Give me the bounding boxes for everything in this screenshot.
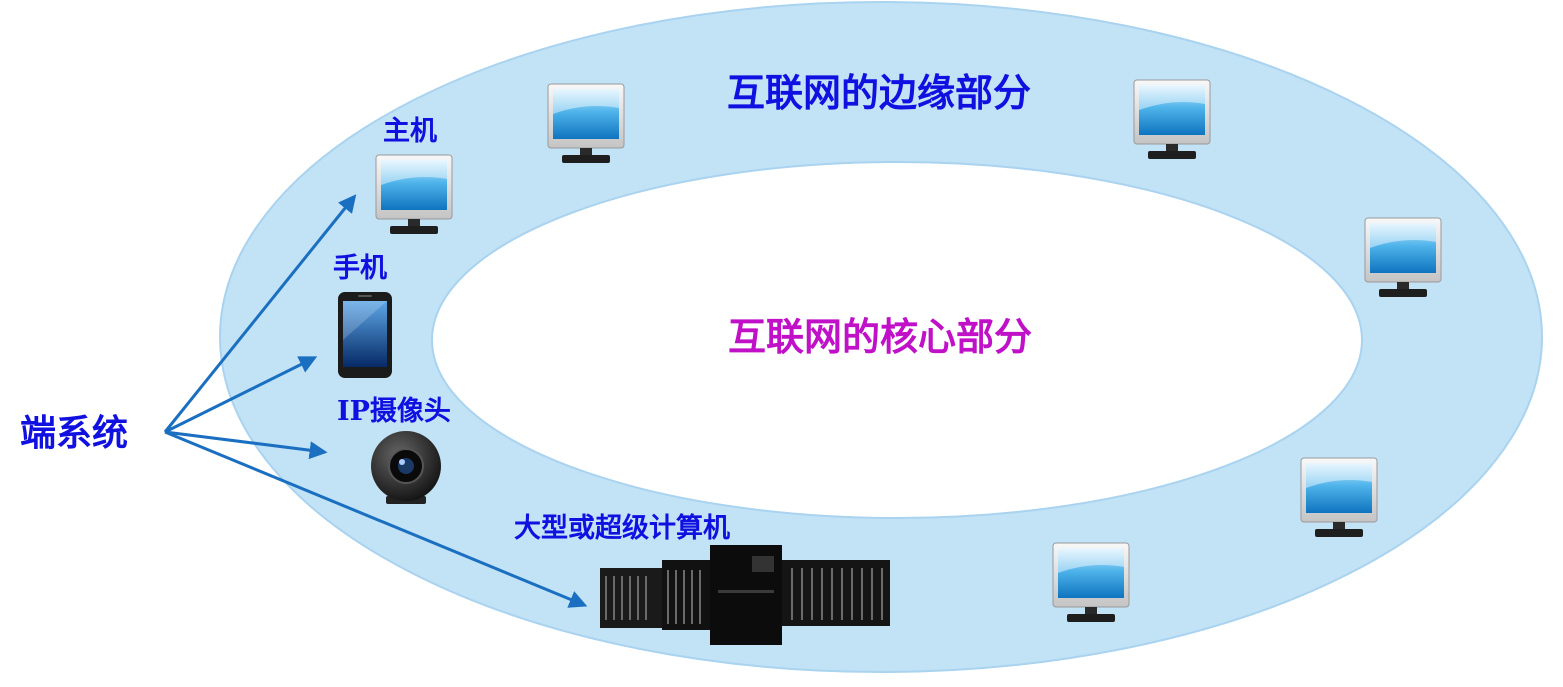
arrow-to-camera [164,430,328,460]
edge-title: 互联网的边缘部分 [727,71,1032,115]
arrow-to-phone [164,356,318,434]
host-label: 主机 [383,116,437,147]
arrow-to-supercomputer [164,430,588,608]
end-system-label: 端系统 [20,413,129,454]
supercomputer-icon [600,545,890,645]
edge-ring [218,1,1544,673]
end-system-arrows [163,194,588,608]
supercomputer-label: 大型或超级计算机 [514,513,730,544]
phone-label: 手机 [333,253,387,284]
phone-icon [338,292,392,378]
core-title: 互联网的核心部分 [728,315,1033,359]
arrow-to-host [163,194,357,433]
ip-camera-icon [371,431,441,504]
ip-camera-label: IP摄像头 [337,396,451,427]
